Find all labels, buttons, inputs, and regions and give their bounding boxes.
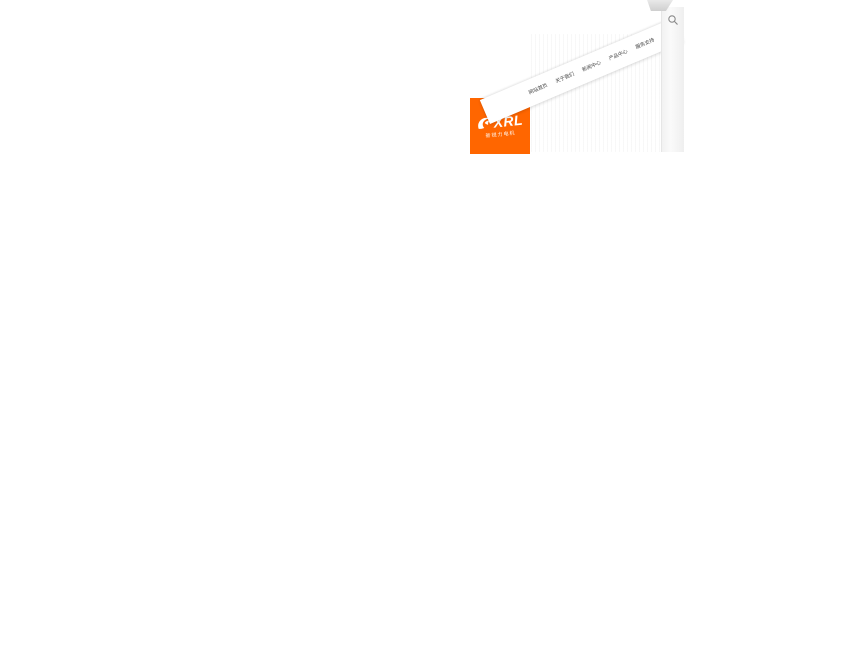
logo-subtitle: 新锐力电机 [485,129,517,140]
nav-item-support[interactable]: 服务支持 [634,37,656,51]
nav-item-home[interactable]: 网站首页 [527,82,549,97]
search-icon[interactable] [667,13,679,25]
nav-item-about[interactable]: 关于我们 [554,71,576,85]
nav-item-products[interactable]: 产品中心 [608,48,629,63]
nav-item-news[interactable]: 新闻中心 [581,60,603,74]
top-wedge [647,0,673,11]
side-toolbar [661,7,684,152]
